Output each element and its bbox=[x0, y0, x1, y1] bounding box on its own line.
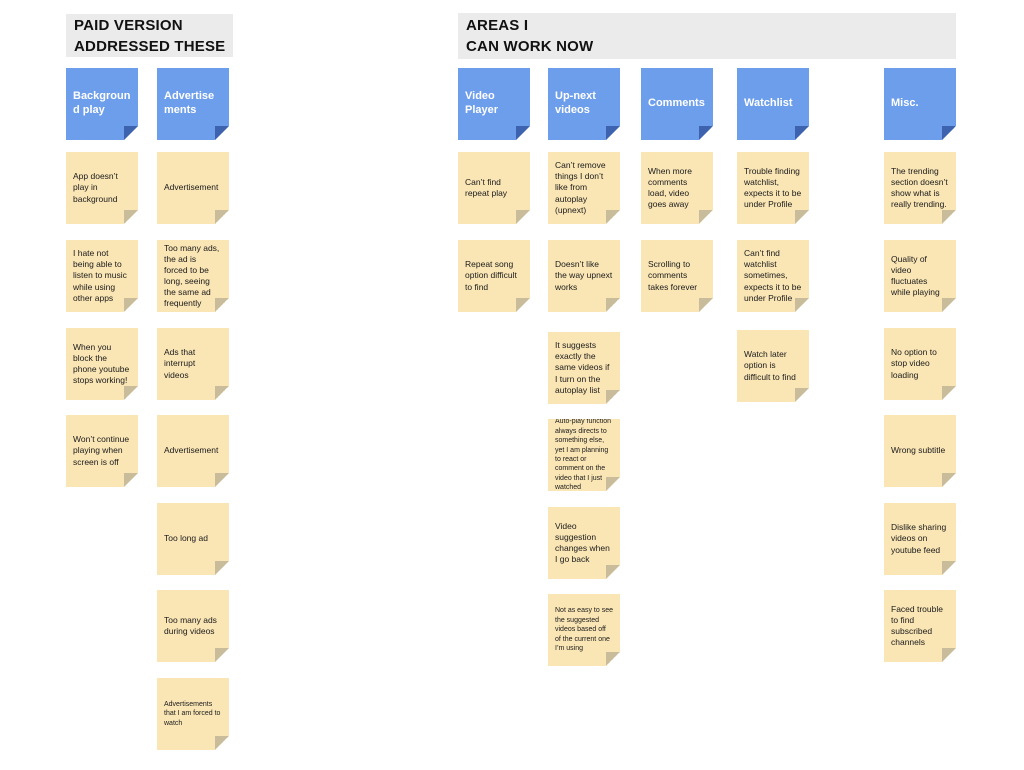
sticky-note[interactable]: Ads that interrupt videos bbox=[157, 328, 229, 400]
section-header-areas-can-work-now[interactable]: AREAS I CAN WORK NOW bbox=[458, 13, 956, 59]
sticky-note-text: It suggests exactly the same videos if I… bbox=[555, 340, 610, 395]
category-note-advertisements[interactable]: Advertisements bbox=[157, 68, 229, 140]
sticky-note[interactable]: Advertisements that I am forced to watch bbox=[157, 678, 229, 750]
sticky-note[interactable]: Trouble finding watchlist, expects it to… bbox=[737, 152, 809, 224]
sticky-note[interactable]: Can’t find watchlist sometimes, expects … bbox=[737, 240, 809, 312]
sticky-note-text: Faced trouble to find subscribed channel… bbox=[891, 603, 943, 648]
sticky-note[interactable]: Too long ad bbox=[157, 503, 229, 575]
sticky-note[interactable]: Advertisement bbox=[157, 415, 229, 487]
sticky-note-text: I hate not being able to listen to music… bbox=[73, 248, 127, 303]
sticky-note-text: Doesn’t like the way upnext works bbox=[555, 259, 613, 292]
sticky-note-text: Can’t remove things I don’t like from au… bbox=[555, 160, 606, 215]
sticky-note-text: Repeat song option difficult to find bbox=[465, 259, 517, 292]
category-label: Background play bbox=[73, 90, 131, 116]
sticky-note[interactable]: Auto-play function always directs to som… bbox=[548, 419, 620, 491]
sticky-note[interactable]: It suggests exactly the same videos if I… bbox=[548, 332, 620, 404]
category-note-misc[interactable]: Misc. bbox=[884, 68, 956, 140]
sticky-note-text: When more comments load, video goes away bbox=[648, 165, 692, 210]
category-label: Up-next videos bbox=[555, 90, 596, 116]
sticky-note[interactable]: Repeat song option difficult to find bbox=[458, 240, 530, 312]
sticky-note[interactable]: Not as easy to see the suggested videos … bbox=[548, 594, 620, 666]
sticky-note[interactable]: Dislike sharing videos on youtube feed bbox=[884, 503, 956, 575]
category-note-video-player[interactable]: Video Player bbox=[458, 68, 530, 140]
category-label: Watchlist bbox=[744, 97, 793, 110]
section-title-line: ADDRESSED THESE bbox=[74, 37, 226, 55]
section-title-line: CAN WORK NOW bbox=[466, 38, 594, 55]
sticky-note-text: Won’t continue playing when screen is of… bbox=[73, 434, 130, 467]
sticky-note-text: Advertisements that I am forced to watch bbox=[164, 700, 221, 727]
sticky-note[interactable]: Too many ads during videos bbox=[157, 590, 229, 662]
sticky-note-text: Advertisement bbox=[164, 445, 219, 456]
sticky-note-text: Not as easy to see the suggested videos … bbox=[555, 607, 613, 653]
category-note-watchlist[interactable]: Watchlist bbox=[737, 68, 809, 140]
sticky-note-text: Too many ads during videos bbox=[164, 614, 217, 636]
sticky-note-text: App doesn’t play in background bbox=[73, 171, 118, 204]
section-title-line: PAID VERSION bbox=[74, 16, 183, 34]
sticky-note-text: Too long ad bbox=[164, 533, 208, 544]
category-note-up-next-videos[interactable]: Up-next videos bbox=[548, 68, 620, 140]
sticky-note-text: When you block the phone youtube stops w… bbox=[73, 341, 130, 386]
sticky-note-text: Can’t find watchlist sometimes, expects … bbox=[744, 248, 802, 303]
section-header-paid-version[interactable]: PAID VERSION ADDRESSED THESE bbox=[66, 14, 233, 57]
sticky-note[interactable]: Won’t continue playing when screen is of… bbox=[66, 415, 138, 487]
sticky-note-text: Video suggestion changes when I go back bbox=[555, 520, 610, 565]
sticky-note-text: The trending section doesn’t show what i… bbox=[891, 165, 948, 210]
sticky-note-text: No option to stop video loading bbox=[891, 347, 937, 380]
sticky-note-text: Auto-play function always directs to som… bbox=[555, 418, 612, 492]
sticky-note[interactable]: No option to stop video loading bbox=[884, 328, 956, 400]
sticky-note-text: Wrong subtitle bbox=[891, 445, 946, 456]
sticky-note-text: Trouble finding watchlist, expects it to… bbox=[744, 165, 802, 210]
category-label: Advertisements bbox=[164, 90, 215, 116]
category-label: Comments bbox=[648, 97, 705, 110]
sticky-note[interactable]: The trending section doesn’t show what i… bbox=[884, 152, 956, 224]
sticky-note-text: Ads that interrupt videos bbox=[164, 347, 196, 380]
sticky-note-text: Quality of video fluctuates while playin… bbox=[891, 253, 940, 298]
category-note-background-play[interactable]: Background play bbox=[66, 68, 138, 140]
sticky-note[interactable]: Wrong subtitle bbox=[884, 415, 956, 487]
sticky-note[interactable]: Quality of video fluctuates while playin… bbox=[884, 240, 956, 312]
category-note-comments[interactable]: Comments bbox=[641, 68, 713, 140]
sticky-note[interactable]: Doesn’t like the way upnext works bbox=[548, 240, 620, 312]
category-label: Misc. bbox=[891, 97, 919, 110]
sticky-note-text: Dislike sharing videos on youtube feed bbox=[891, 522, 947, 555]
sticky-note[interactable]: Can’t find repeat play bbox=[458, 152, 530, 224]
sticky-note[interactable]: Can’t remove things I don’t like from au… bbox=[548, 152, 620, 224]
section-title-line: AREAS I bbox=[466, 17, 529, 34]
sticky-note[interactable]: When more comments load, video goes away bbox=[641, 152, 713, 224]
sticky-note[interactable]: Video suggestion changes when I go back bbox=[548, 507, 620, 579]
sticky-note-text: Watch later option is difficult to find bbox=[744, 349, 796, 382]
sticky-note-text: Can’t find repeat play bbox=[465, 176, 508, 198]
sticky-note-text: Too many ads, the ad is forced to be lon… bbox=[164, 242, 220, 309]
sticky-note[interactable]: I hate not being able to listen to music… bbox=[66, 240, 138, 312]
sticky-note[interactable]: Faced trouble to find subscribed channel… bbox=[884, 590, 956, 662]
sticky-note[interactable]: Watch later option is difficult to find bbox=[737, 330, 809, 402]
sticky-note[interactable]: Scrolling to comments takes forever bbox=[641, 240, 713, 312]
sticky-note[interactable]: Advertisement bbox=[157, 152, 229, 224]
sticky-note-text: Scrolling to comments takes forever bbox=[648, 259, 698, 292]
category-label: Video Player bbox=[465, 90, 499, 116]
sticky-note[interactable]: Too many ads, the ad is forced to be lon… bbox=[157, 240, 229, 312]
sticky-note-text: Advertisement bbox=[164, 182, 219, 193]
sticky-note[interactable]: When you block the phone youtube stops w… bbox=[66, 328, 138, 400]
sticky-note[interactable]: App doesn’t play in background bbox=[66, 152, 138, 224]
